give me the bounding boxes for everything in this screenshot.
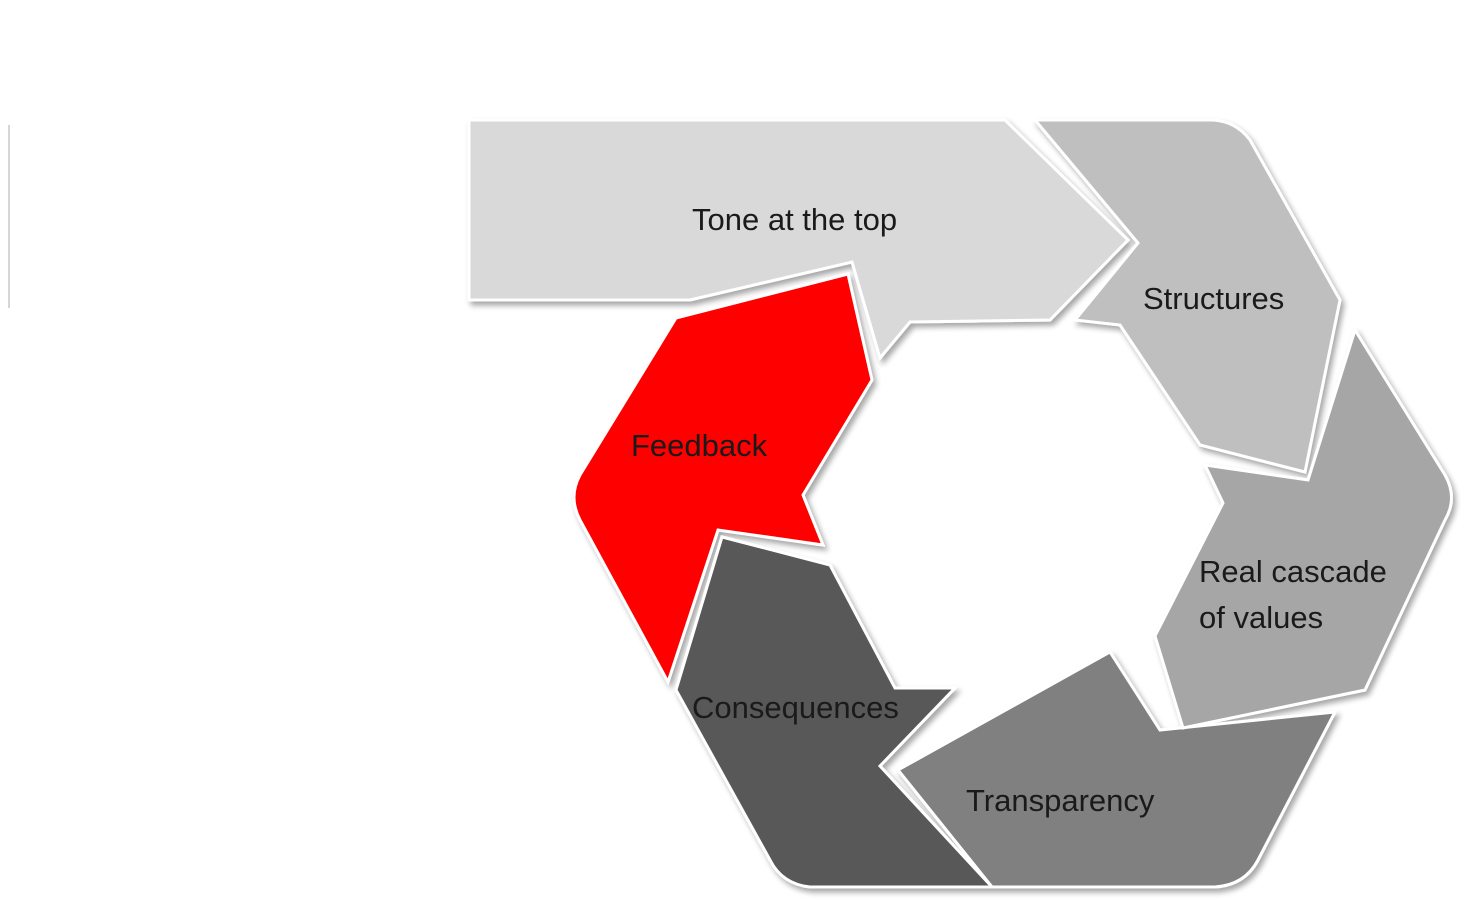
segment-feedback: [572, 272, 874, 686]
label-consequences: Consequences: [692, 690, 899, 725]
label-real-cascade-line2: of values: [1199, 600, 1323, 635]
label-real-cascade-line1: Real cascade: [1199, 554, 1387, 589]
segment-transparency: [895, 650, 1338, 889]
label-transparency: Transparency: [966, 783, 1155, 818]
segment-real-cascade: [1153, 326, 1453, 730]
segment-tone-at-the-top: [467, 118, 1131, 362]
label-tone-at-the-top: Tone at the top: [692, 202, 897, 237]
label-structures: Structures: [1143, 281, 1284, 316]
segment-structures: [1031, 118, 1342, 474]
label-feedback: Feedback: [631, 428, 768, 463]
segment-consequences: [674, 535, 996, 889]
